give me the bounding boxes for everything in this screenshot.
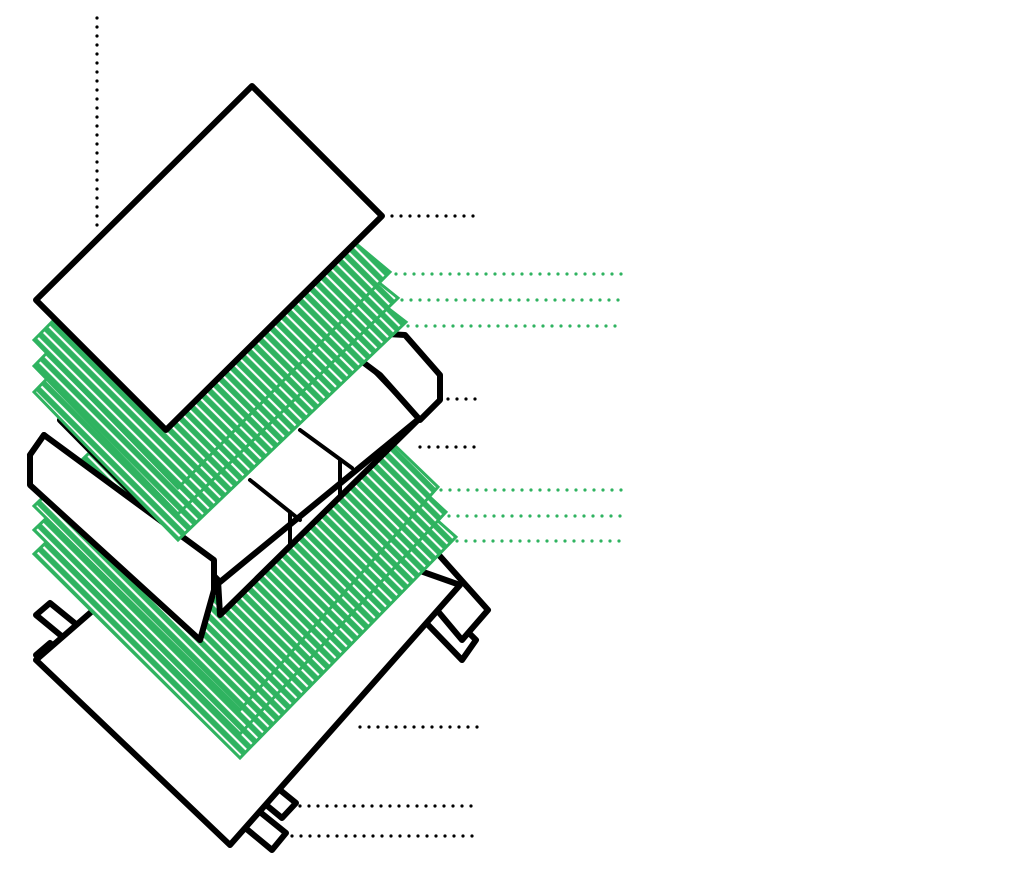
top-plate (33, 83, 385, 433)
core-divider-3 (298, 428, 354, 470)
left-beam (27, 432, 217, 643)
left-beam-group (27, 432, 217, 643)
leader-lines (95, 16, 626, 838)
